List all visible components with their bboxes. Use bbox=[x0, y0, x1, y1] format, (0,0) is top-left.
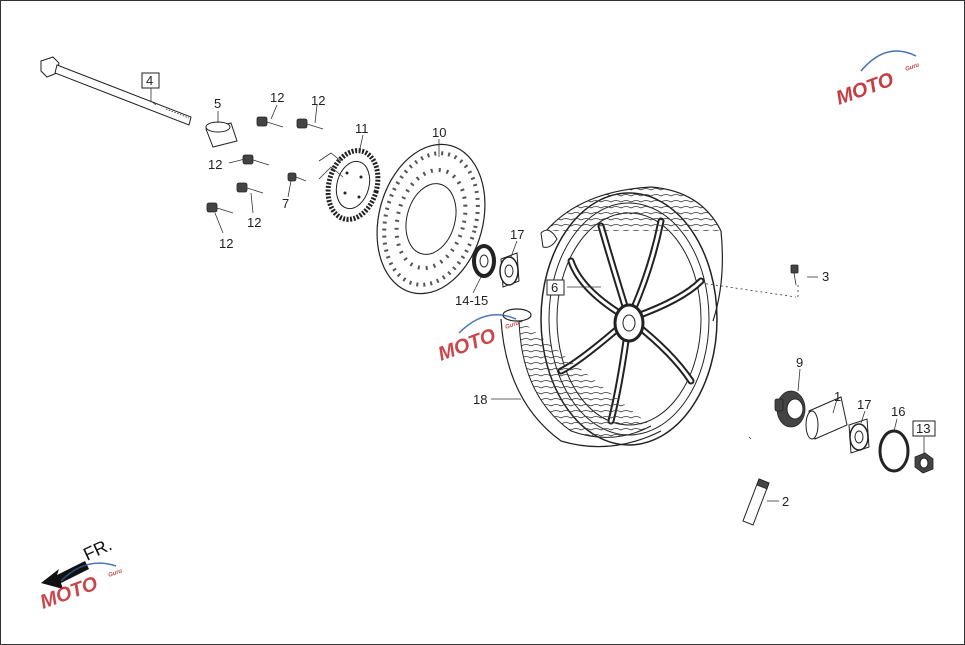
callout-7: 7 bbox=[282, 196, 289, 211]
callout-6: 6 bbox=[551, 280, 558, 295]
left-bearing-seal bbox=[472, 244, 496, 278]
callout-17: 17 bbox=[857, 397, 871, 412]
disc-bolts bbox=[206, 116, 324, 214]
callout-18: 18 bbox=[473, 392, 487, 407]
callout-12: 12 bbox=[311, 93, 325, 108]
tire-valve bbox=[700, 264, 799, 298]
callout-box-13 bbox=[912, 420, 936, 437]
callout-14-15: 14-15 bbox=[455, 293, 488, 308]
callout-2: 2 bbox=[782, 494, 789, 509]
balance-weight bbox=[742, 478, 770, 526]
watermark-text: MOTO bbox=[435, 324, 499, 365]
watermark-tagline: Guru bbox=[108, 568, 124, 579]
callout-11: 11 bbox=[355, 121, 369, 136]
watermark-text: MOTO bbox=[833, 68, 897, 109]
watermark-tagline: Guru bbox=[505, 320, 521, 331]
callout-box-4 bbox=[141, 72, 160, 89]
callout-12: 12 bbox=[208, 157, 222, 172]
watermark-swoosh-icon bbox=[458, 314, 517, 334]
callout-12: 12 bbox=[219, 236, 233, 251]
callout-3: 3 bbox=[822, 269, 829, 284]
spacer bbox=[205, 121, 238, 148]
callout-12: 12 bbox=[247, 215, 261, 230]
brake-disc bbox=[376, 143, 486, 295]
callout-box-6 bbox=[546, 279, 565, 296]
callout-4: 4 bbox=[146, 73, 153, 88]
watermark-tagline: Guru bbox=[905, 62, 921, 73]
callout-10: 10 bbox=[432, 125, 446, 140]
watermark-swoosh-icon bbox=[860, 50, 917, 72]
callout-16: 16 bbox=[891, 404, 905, 419]
left-bearing bbox=[499, 252, 520, 288]
watermark-swoosh-icon bbox=[60, 562, 117, 582]
callout-13: 13 bbox=[916, 421, 930, 436]
right-bearing bbox=[848, 418, 870, 454]
leader-lines bbox=[150, 87, 925, 502]
axle-nut bbox=[914, 452, 934, 474]
tire bbox=[500, 186, 723, 448]
axis-dot bbox=[748, 436, 752, 440]
callout-5: 5 bbox=[214, 96, 221, 111]
callout-12: 12 bbox=[270, 90, 284, 105]
speedometer-drive bbox=[774, 390, 806, 428]
abs-tone-ring bbox=[318, 148, 381, 222]
oil-seal bbox=[878, 429, 910, 473]
tone-ring-screw bbox=[287, 172, 307, 182]
callout-9: 9 bbox=[796, 355, 803, 370]
right-spacer bbox=[805, 396, 848, 440]
watermark-top-right: MOTO Guru bbox=[833, 50, 921, 110]
callout-17: 17 bbox=[510, 227, 524, 242]
callout-1: 1 bbox=[834, 389, 841, 404]
axle bbox=[40, 56, 192, 126]
direction-label: FR. bbox=[80, 534, 115, 564]
watermark-center: MOTO Guru bbox=[435, 314, 521, 366]
